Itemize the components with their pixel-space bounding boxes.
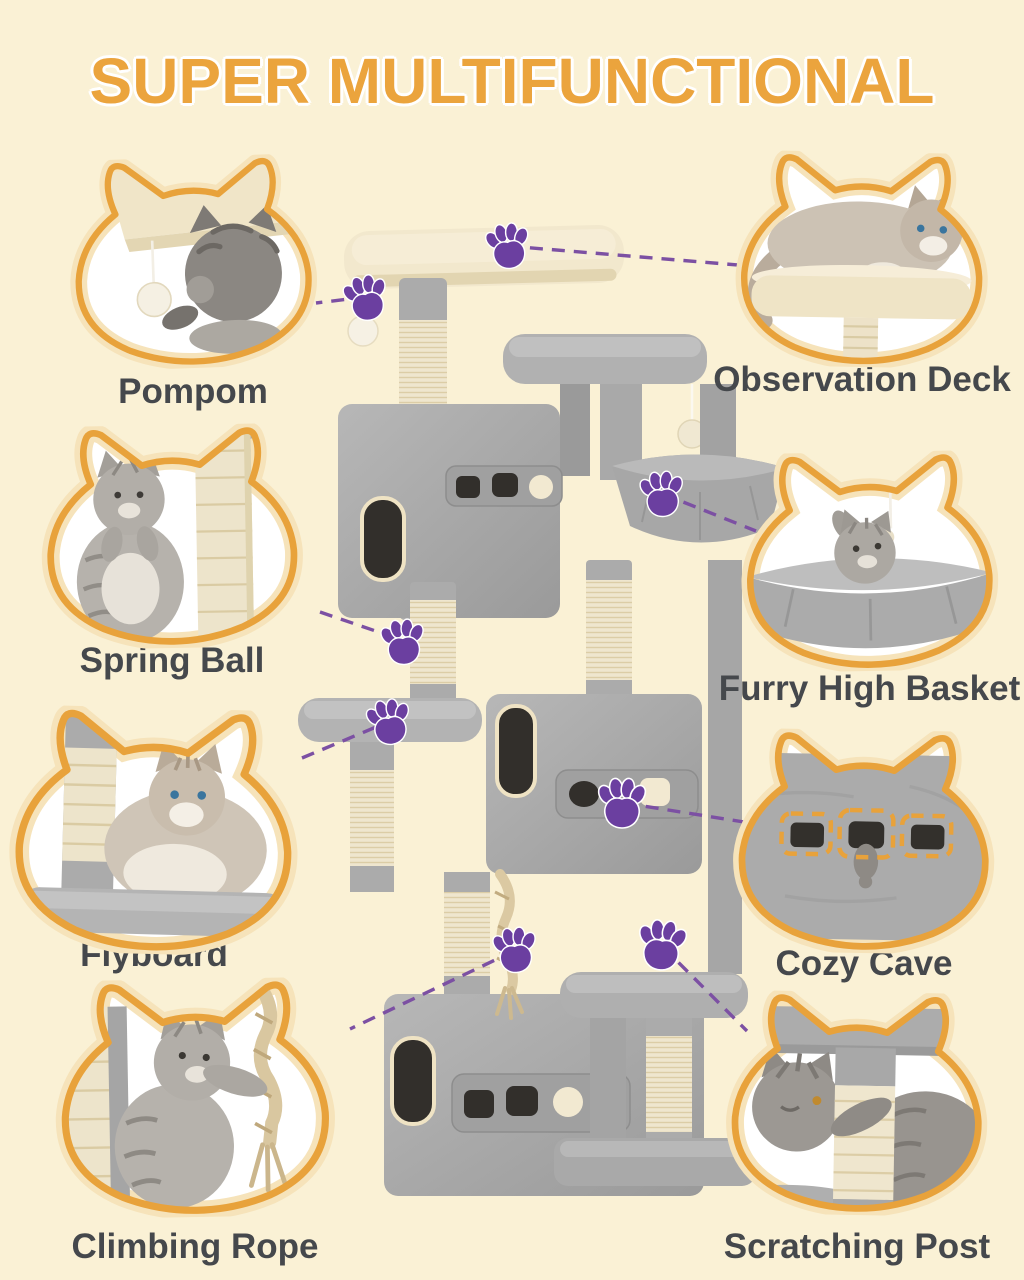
feature-label: Climbing Rope xyxy=(71,1227,319,1267)
connector-flyboard xyxy=(301,720,389,760)
connector-observation-deck xyxy=(507,244,751,268)
cozy-cave-photo xyxy=(742,752,988,942)
callout-flyboard: Flyboard xyxy=(0,703,314,976)
cat-head-frame xyxy=(9,703,298,957)
cat-head-frame xyxy=(726,989,988,1218)
callout-cozy-cave: Cozy Cave xyxy=(719,727,1009,985)
cat-head-frame xyxy=(55,976,335,1220)
cat-head-frame xyxy=(41,422,303,651)
connector-scratching-post xyxy=(661,945,749,1033)
cat-head-frame xyxy=(70,152,317,370)
feature-label: Furry High Basket xyxy=(718,669,1021,709)
feature-label: Scratching Post xyxy=(723,1227,991,1267)
callout-scratching-post: Scratching Post xyxy=(712,989,1002,1268)
cat-head-frame xyxy=(735,149,988,370)
callout-pompom: Pompom xyxy=(56,152,330,413)
furry-high-basket-photo xyxy=(748,458,991,649)
cat-head-frame xyxy=(741,449,999,674)
feature-label: Pompom xyxy=(118,371,268,411)
callout-climbing-rope: Climbing Rope xyxy=(40,976,350,1268)
page-title: SUPER MULTIFUNCTIONAL xyxy=(89,45,935,117)
cat-head-frame xyxy=(733,727,995,956)
connector-furry-high-basket xyxy=(662,492,757,533)
scratching-post-photo xyxy=(733,1005,981,1211)
callout-furry-high-basket: Furry High Basket xyxy=(719,449,1020,710)
callout-spring-ball: Spring Ball xyxy=(27,422,317,682)
callout-observation-deck: Observation Deck xyxy=(713,149,1011,401)
cat-tree xyxy=(298,225,786,1196)
connector-climbing-rope xyxy=(349,949,515,1031)
flyboard-photo xyxy=(18,713,288,938)
